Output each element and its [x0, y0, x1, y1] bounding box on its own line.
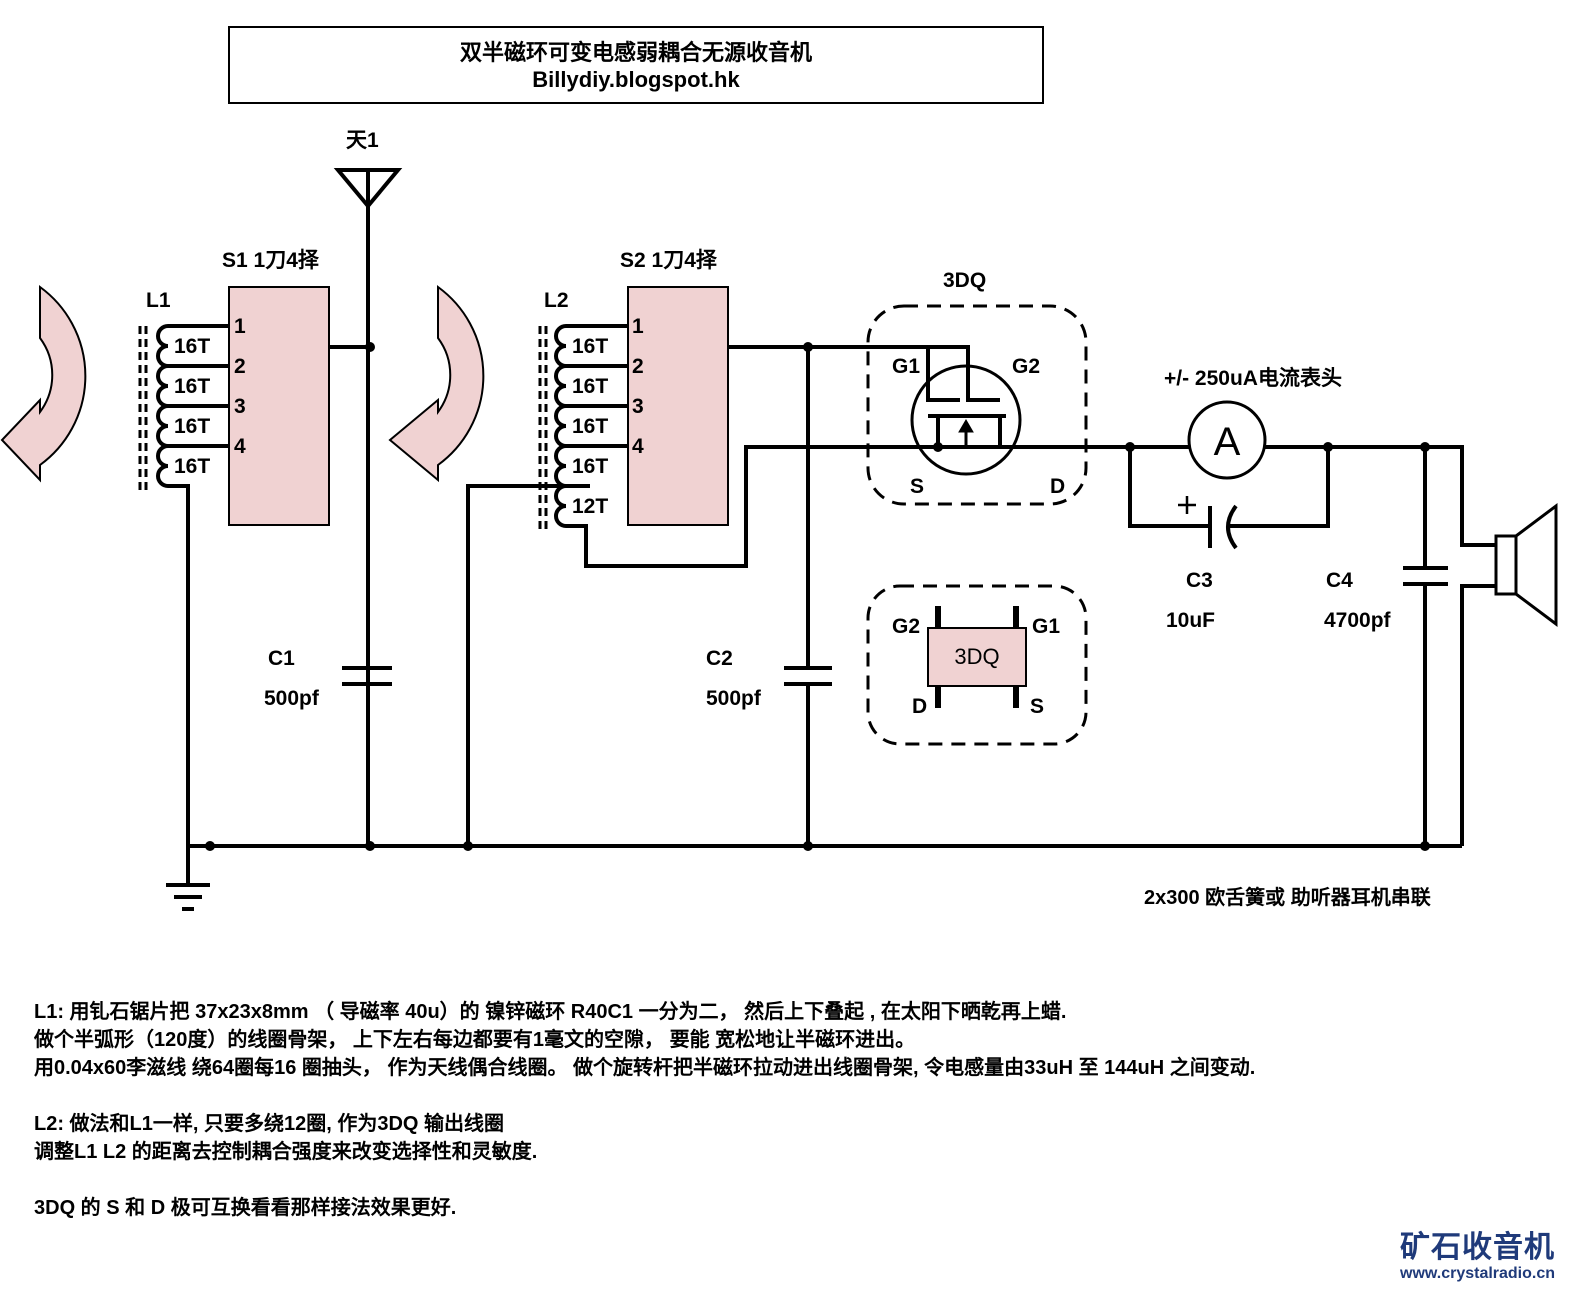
l2-tap-1: 16T: [572, 335, 609, 358]
transistor-pin-d: D: [1050, 475, 1066, 498]
note-line: 用0.04x60李滋线 绕64圈每16 圈抽头， 作为天线偶合线圈。 做个旋转杆…: [34, 1057, 1256, 1079]
junction-dots: [205, 342, 1430, 851]
logo-name: 矿石收音机: [1400, 1231, 1555, 1264]
note-line: 3DQ 的 S 和 D 极可互换看看那样接法效果更好.: [34, 1197, 457, 1219]
transistor-pin-g1: G1: [892, 355, 921, 378]
c1-value: 500pf: [264, 687, 319, 710]
s2-pin-4: 4: [632, 435, 644, 458]
transistor-pin-g2: G2: [1012, 355, 1041, 378]
s2-pin-2: 2: [632, 355, 644, 378]
s1-pin-4: 4: [234, 435, 246, 458]
rotation-arrow-icon[interactable]: [0, 285, 87, 483]
diagram-title: 双半磁环可变电感弱耦合无源收音机: [459, 40, 812, 65]
note-line: L1: 用钆石锯片把 37x23x8mm （ 导磁率 40u）的 镍锌磁环 R4…: [34, 1001, 1067, 1023]
package-pin-g2: G2: [892, 615, 921, 638]
rotation-arrow-icon[interactable]: [388, 285, 485, 483]
earphone-icon: [1494, 503, 1558, 627]
l1-tap-4: 16T: [174, 455, 211, 478]
ammeter-symbol: A: [1214, 420, 1241, 464]
antenna-icon: [333, 168, 403, 846]
c1-name: C1: [268, 647, 295, 670]
l2-tap-5: 12T: [572, 495, 609, 518]
l2-tap-4: 16T: [572, 455, 609, 478]
transistor-3dq-outline: [866, 304, 1088, 506]
l1-tap-1: 16T: [174, 335, 211, 358]
s1-label: S1 1刀4择: [222, 249, 319, 272]
note-line: L2: 做法和L1一样, 只要多绕12圈, 作为3DQ 输出线圈: [34, 1113, 505, 1135]
antenna-label: 天1: [346, 129, 379, 152]
package-label: 3DQ: [954, 644, 999, 669]
site-logo[interactable]: 矿石收音机 www.crystalradio.cn: [1400, 1232, 1555, 1284]
diagram-subtitle: Billydiy.blogspot.hk: [532, 67, 740, 92]
s2-pin-1: 1: [632, 315, 644, 338]
transistor-label: 3DQ: [943, 269, 987, 292]
meter-label: +/- 250uA电流表头: [1164, 367, 1342, 390]
note-line: 做个半弧形（120度）的线圈骨架， 上下左右每边都要有1毫文的空隙， 要能 宽松…: [34, 1029, 916, 1051]
c3-name: C3: [1186, 569, 1213, 592]
transistor-package: [927, 627, 1027, 687]
logo-url[interactable]: www.crystalradio.cn: [1400, 1265, 1556, 1282]
c2-value: 500pf: [706, 687, 761, 710]
package-pin-g1: G1: [1032, 615, 1061, 638]
title-box: 双半磁环可变电感弱耦合无源收音机 Billydiy.blogspot.hk: [228, 26, 1044, 104]
transistor-pin-s: S: [910, 475, 925, 498]
c4-name: C4: [1326, 569, 1353, 592]
l2-label: L2: [544, 289, 569, 312]
package-pin-s: S: [1030, 695, 1045, 718]
s1-pin-1: 1: [234, 315, 246, 338]
l2-coil-icon: [554, 324, 1130, 568]
ammeter-icon: [1187, 400, 1267, 480]
l2-tap-3: 16T: [572, 415, 609, 438]
l2-tap-2: 16T: [572, 375, 609, 398]
c3-value: 10uF: [1166, 609, 1216, 632]
l2-ferrite-core-icon: [538, 326, 548, 530]
l1-ferrite-core-icon: [138, 326, 148, 490]
s1-pin-3: 3: [234, 395, 246, 418]
switch-s2[interactable]: [627, 286, 729, 526]
l1-tap-3: 16T: [174, 415, 211, 438]
l1-tap-2: 16T: [174, 375, 211, 398]
s2-pin-3: 3: [632, 395, 644, 418]
switch-s1[interactable]: [228, 286, 330, 526]
earphone-label: 2x300 欧舌簧或 助听器耳机串联: [1144, 887, 1431, 909]
s1-pin-2: 2: [234, 355, 246, 378]
s2-label: S2 1刀4择: [620, 249, 717, 272]
c4-value: 4700pf: [1324, 609, 1391, 632]
package-pin-d: D: [912, 695, 928, 718]
schematic: A 3DQ: [0, 168, 1558, 911]
l1-coil-icon: [156, 324, 232, 846]
construction-notes: L1: 用钆石锯片把 37x23x8mm （ 导磁率 40u）的 镍锌磁环 R4…: [34, 998, 1255, 1222]
c2-name: C2: [706, 647, 733, 670]
transistor-package-outline: [866, 584, 1088, 746]
l1-label: L1: [146, 289, 171, 312]
transistor-3dq-symbol: [910, 364, 1022, 476]
note-line: 调整L1 L2 的距离去控制耦合强度来改变选择性和灵敏度.: [34, 1141, 538, 1163]
ground-icon: [166, 846, 210, 911]
